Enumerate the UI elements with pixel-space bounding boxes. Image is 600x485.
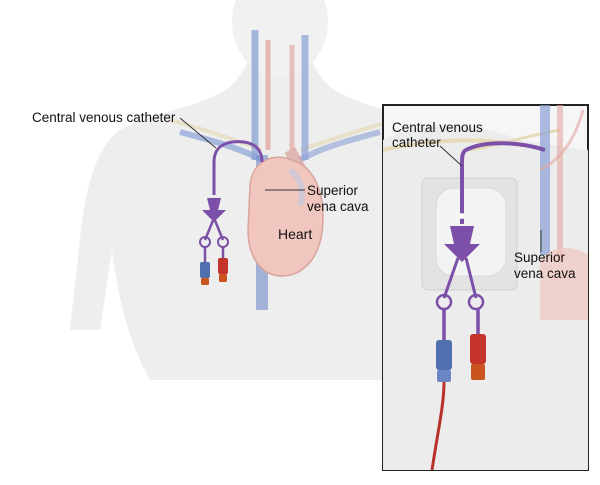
neck-vessels — [179, 30, 381, 163]
inset-label-superior-line2: vena cava — [514, 266, 576, 281]
leader-lines-inset — [439, 145, 542, 252]
inset-label-catheter-line2: catheter — [392, 135, 441, 150]
label-superior-line1: Superior — [307, 183, 359, 198]
label-superior-line2: vena cava — [307, 199, 369, 214]
label-central-venous-catheter: Central venous catheter — [32, 110, 176, 125]
inset-label-catheter-line1: Central venous — [392, 120, 483, 135]
catheter-inset — [430, 141, 546, 471]
label-heart: Heart — [278, 226, 313, 242]
heart-illustration — [247, 147, 324, 310]
inset-panel — [382, 104, 589, 471]
leader-lines-main — [179, 117, 305, 191]
catheter-main — [199, 140, 264, 285]
inset-label-superior-line1: Superior — [514, 250, 566, 265]
